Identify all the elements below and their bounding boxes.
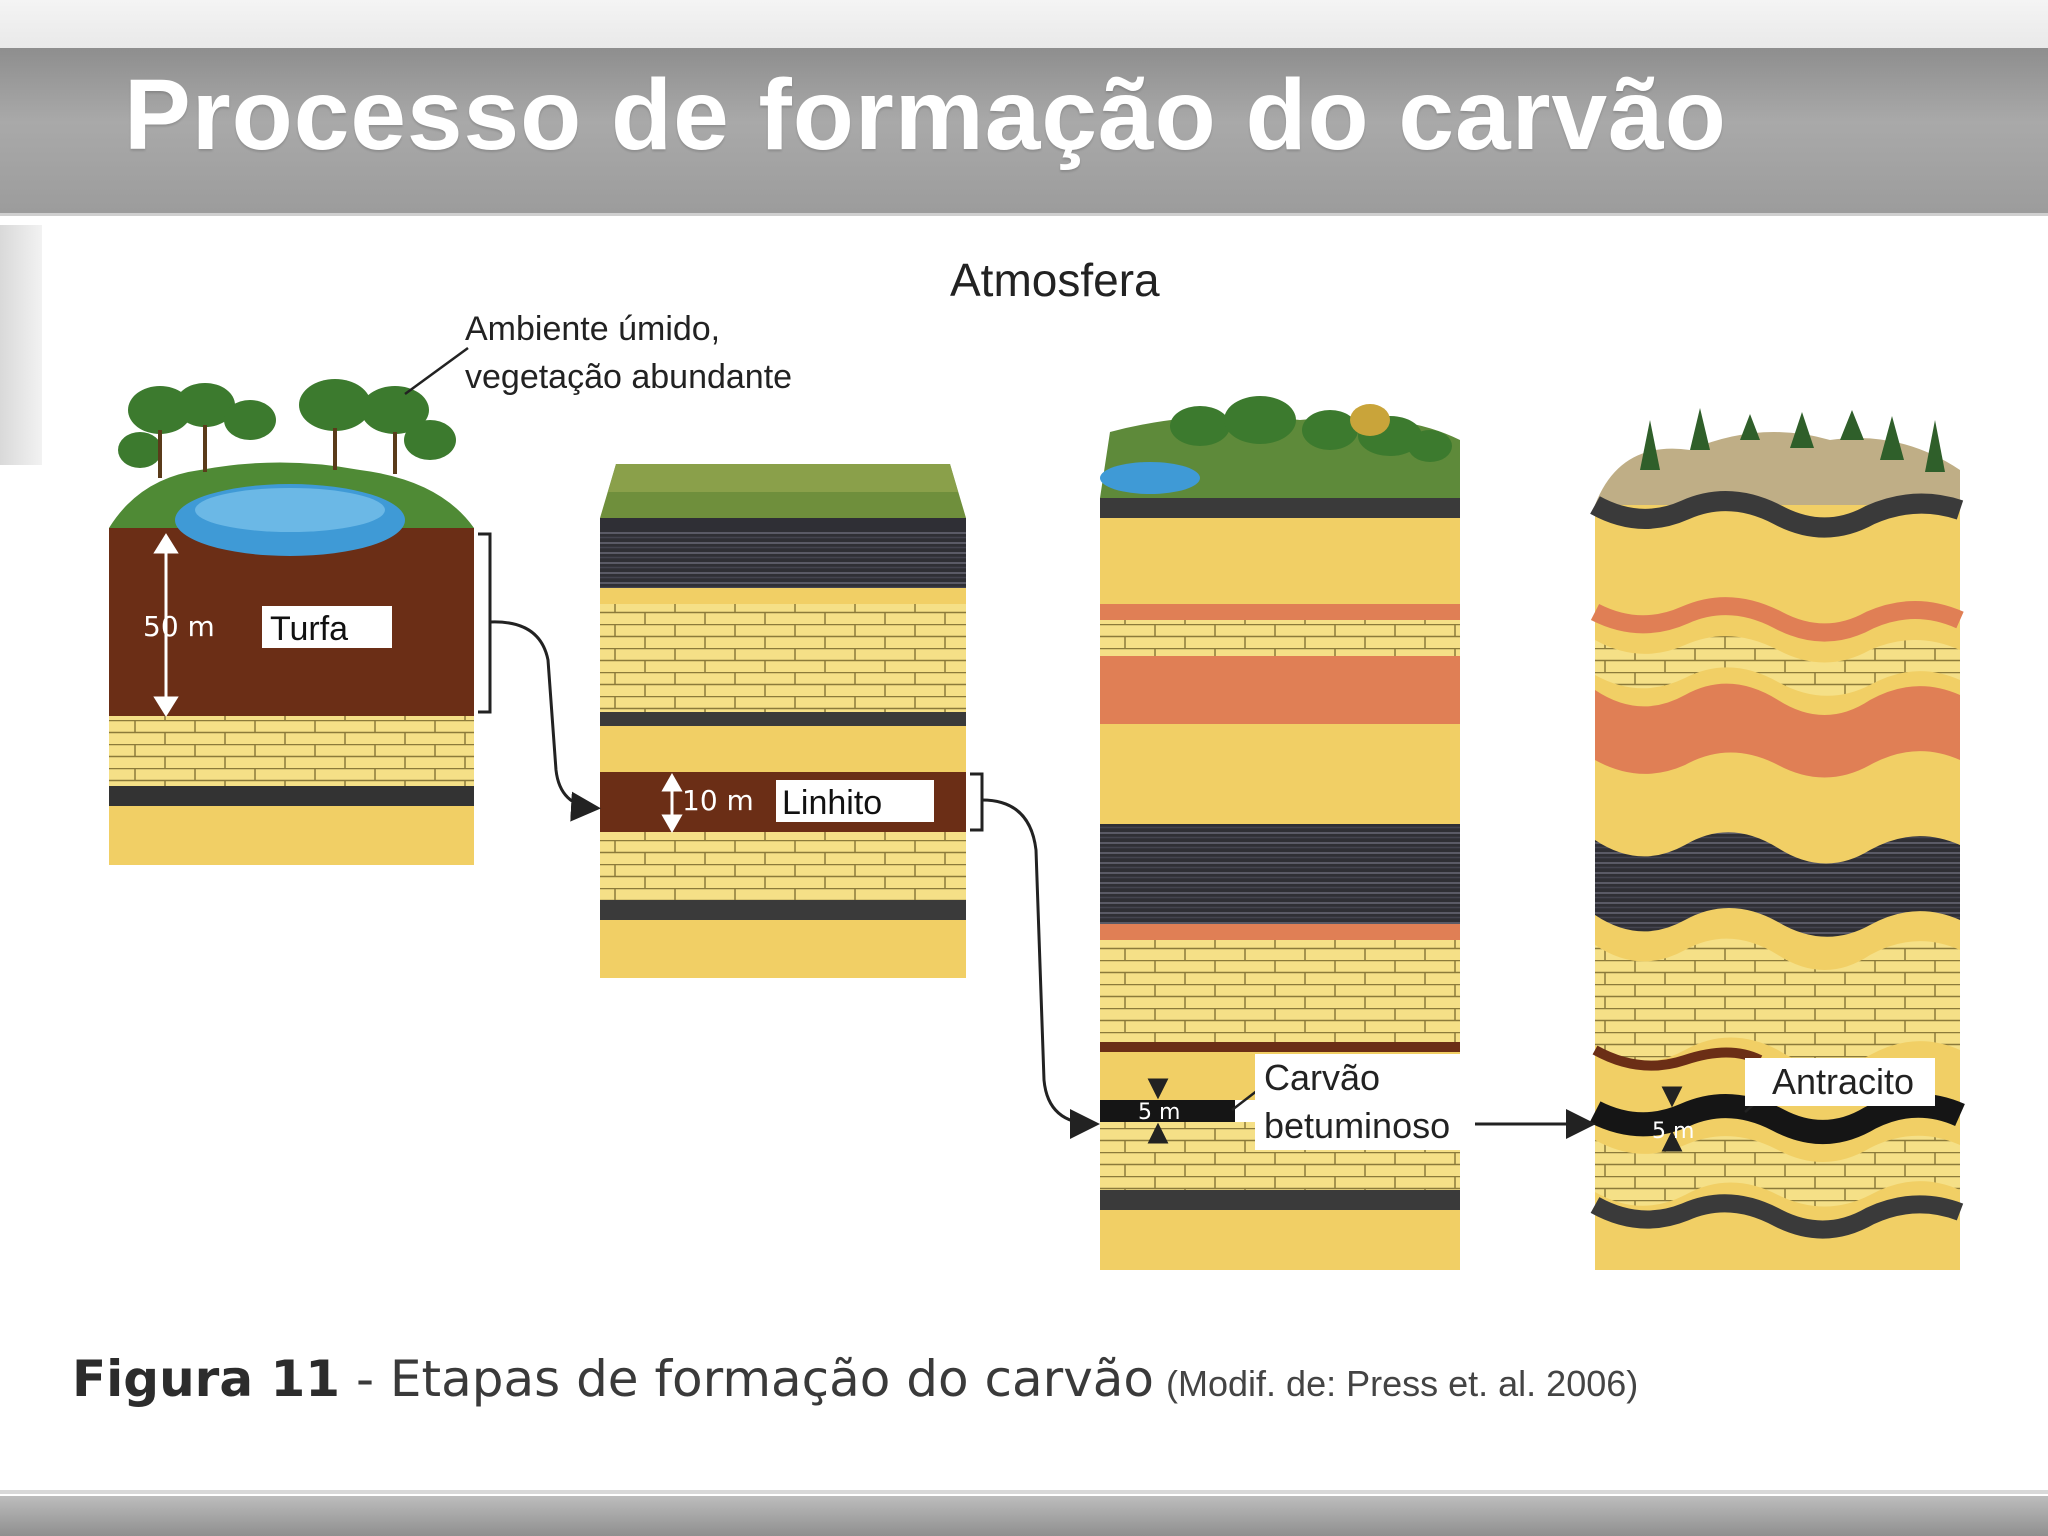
brick-wave bbox=[1595, 1135, 1960, 1207]
coal-layer bbox=[600, 712, 966, 726]
tree-cluster bbox=[1170, 396, 1452, 462]
coal-wave bbox=[1590, 1194, 1964, 1239]
caption-label: Figura 11 bbox=[72, 1350, 341, 1408]
sand-layer bbox=[600, 920, 966, 978]
water-highlight bbox=[195, 488, 385, 532]
coal-layer bbox=[109, 786, 474, 806]
coal-layer bbox=[600, 518, 966, 532]
title-bar bbox=[0, 48, 2048, 216]
label-box-betuminoso bbox=[1255, 1054, 1475, 1150]
bracket bbox=[478, 532, 492, 714]
water-pond bbox=[1100, 462, 1200, 494]
environment-label-line1: Ambiente úmido, bbox=[465, 310, 720, 348]
brick-wave bbox=[1595, 938, 1960, 1067]
thickness-arrow bbox=[1147, 1078, 1169, 1144]
stage-carvao-betuminoso: 5 m Carvão betuminoso bbox=[1100, 396, 1475, 1270]
arrow-linhito-to-betuminoso bbox=[981, 798, 1100, 1139]
label-betuminoso-line1: Carvão bbox=[1264, 1057, 1380, 1098]
sand-layer bbox=[600, 726, 966, 772]
red-layer bbox=[1100, 656, 1460, 724]
mountain-top bbox=[1595, 432, 1960, 505]
peat-layer bbox=[1100, 1042, 1460, 1052]
anthracite-wave bbox=[1589, 1093, 1965, 1144]
red-wave bbox=[1590, 597, 1964, 642]
thickness-arrow bbox=[1661, 1086, 1683, 1152]
peat-wave bbox=[1592, 1045, 1763, 1071]
autumn-tree bbox=[1350, 404, 1390, 436]
red-layer bbox=[1100, 604, 1460, 620]
thickness-label-betuminoso: 5 m bbox=[1138, 1100, 1180, 1125]
stage-turfa: 50 m Turfa bbox=[109, 379, 492, 865]
coal-layer bbox=[1100, 498, 1460, 518]
label-antracito: Antracito bbox=[1772, 1061, 1914, 1102]
coal-layer bbox=[600, 900, 966, 920]
coal-layer bbox=[600, 532, 966, 588]
label-box-linhito bbox=[776, 780, 934, 822]
label-pointer bbox=[1231, 1089, 1259, 1111]
thickness-label-antracito: 5 m bbox=[1652, 1119, 1694, 1144]
label-linhito: Linhito bbox=[782, 784, 882, 822]
conifer-trees bbox=[1640, 408, 1945, 472]
bracket bbox=[970, 772, 984, 832]
thickness-arrow bbox=[153, 533, 179, 717]
coal-layer bbox=[1100, 824, 1460, 924]
label-betuminoso-line2: betuminoso bbox=[1264, 1105, 1450, 1146]
thickness-label-linhito: 10 m bbox=[682, 784, 754, 817]
sand-layer bbox=[1100, 1210, 1460, 1270]
environment-label-line2: vegetação abundante bbox=[465, 358, 792, 396]
red-layer bbox=[1100, 924, 1460, 940]
red-band bbox=[1595, 683, 1960, 778]
arrow-turfa-to-linhito bbox=[489, 620, 601, 822]
brick-layer bbox=[600, 832, 966, 900]
environment-annotation: Ambiente úmido, vegetação abundante bbox=[404, 310, 792, 396]
coal-wave bbox=[1590, 491, 1964, 538]
atmosphere-label: Atmosfera bbox=[950, 254, 1160, 306]
sand-layer bbox=[1100, 518, 1460, 604]
caption-source: (Modif. de: Press et. al. 2006) bbox=[1166, 1363, 1639, 1404]
thickness-arrow bbox=[661, 772, 683, 834]
label-box-antracito bbox=[1745, 1058, 1935, 1106]
brick-layer bbox=[109, 716, 474, 786]
sand-layer bbox=[109, 820, 474, 865]
label-turfa: Turfa bbox=[270, 610, 348, 648]
footer-line bbox=[0, 1490, 2048, 1494]
brick-wave bbox=[1595, 636, 1960, 696]
brick-layer bbox=[1100, 620, 1460, 656]
stage-linhito: 10 m Linhito bbox=[600, 464, 984, 978]
coal-band-wave bbox=[1595, 832, 1960, 937]
grass-highlight bbox=[608, 464, 958, 492]
label-box-turfa bbox=[262, 606, 392, 648]
top-decor-strip bbox=[0, 0, 2048, 48]
sand-layer bbox=[109, 806, 474, 820]
figure-caption: Figura 11 - Etapas de formação do carvão… bbox=[72, 1350, 1638, 1408]
brick-layer bbox=[600, 604, 966, 712]
tree-cluster bbox=[118, 379, 456, 468]
coal-layer bbox=[1100, 1190, 1460, 1210]
bituminous-coal-layer bbox=[1100, 1100, 1235, 1122]
thickness-label-turfa: 50 m bbox=[143, 610, 215, 643]
sand-layer bbox=[1100, 724, 1460, 824]
stage-antracito: 5 m Antracito bbox=[1589, 408, 1965, 1270]
left-decor bbox=[0, 225, 42, 465]
tree-trunks bbox=[158, 425, 397, 478]
caption-text: - Etapas de formação do carvão bbox=[340, 1350, 1155, 1408]
footer-bar bbox=[0, 1496, 2048, 1536]
sand-layer bbox=[600, 588, 966, 604]
brick-layer bbox=[1100, 940, 1460, 1042]
slide-title: Processo de formação do carvão bbox=[124, 59, 1727, 171]
